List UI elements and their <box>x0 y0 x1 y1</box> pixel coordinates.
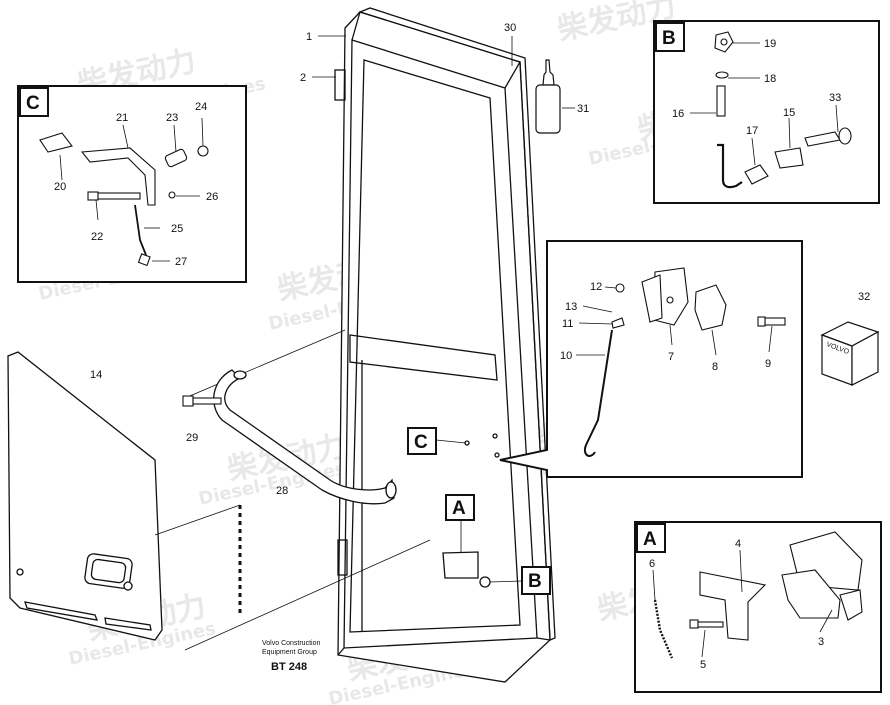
label-12: 12 <box>590 281 602 293</box>
label-29: 29 <box>186 432 198 444</box>
label-21: 21 <box>116 112 128 124</box>
panel-leader <box>154 504 241 536</box>
label-32: 32 <box>858 291 870 303</box>
svg-text:A: A <box>452 498 466 519</box>
svg-text:B: B <box>662 28 676 49</box>
label-13: 13 <box>565 301 577 313</box>
label-4: 4 <box>735 538 741 550</box>
label-16: 16 <box>672 108 684 120</box>
label-24: 24 <box>195 101 207 113</box>
svg-text:BT 248: BT 248 <box>271 661 307 673</box>
label-31: 31 <box>577 103 589 115</box>
svg-text:A: A <box>643 529 657 550</box>
label-14: 14 <box>90 369 102 381</box>
label-33: 33 <box>829 92 841 104</box>
label-20: 20 <box>54 181 66 193</box>
label-8: 8 <box>712 361 718 373</box>
callout-b: B <box>489 566 551 595</box>
svg-text:Volvo Construction: Volvo Construction <box>262 640 320 647</box>
panel-14 <box>7 351 163 641</box>
leader-lines-main <box>184 35 575 651</box>
part-labels: 1 2 30 31 14 28 29 19 18 16 17 15 33 21 … <box>54 22 870 671</box>
svg-text:B: B <box>528 571 542 592</box>
bottle-31 <box>535 59 561 134</box>
label-17: 17 <box>746 125 758 137</box>
detail-box-c: C <box>17 85 247 283</box>
label-3: 3 <box>818 636 824 648</box>
label-22: 22 <box>91 231 103 243</box>
label-25: 25 <box>171 223 183 235</box>
label-2: 2 <box>300 72 306 84</box>
label-27: 27 <box>175 256 187 268</box>
label-9: 9 <box>765 358 771 370</box>
label-28: 28 <box>276 485 288 497</box>
label-19: 19 <box>764 38 776 50</box>
footer-credit: Volvo Construction Equipment Group BT 24… <box>262 640 320 673</box>
door-frame <box>334 7 556 683</box>
label-7: 7 <box>668 351 674 363</box>
grab-handle <box>213 369 397 505</box>
label-15: 15 <box>783 107 795 119</box>
detail-box-a: A <box>634 521 882 693</box>
detail-box-b: B <box>653 20 880 204</box>
label-18: 18 <box>764 73 776 85</box>
decal-32: VOLVO <box>820 321 880 386</box>
label-23: 23 <box>166 112 178 124</box>
label-5: 5 <box>700 659 706 671</box>
bolt-29 <box>182 395 222 407</box>
callout-c: C <box>407 427 467 455</box>
svg-text:C: C <box>414 432 428 453</box>
label-30: 30 <box>504 22 516 34</box>
callout-a: A <box>445 494 475 552</box>
svg-text:Equipment Group: Equipment Group <box>262 649 317 656</box>
label-11: 11 <box>562 318 573 330</box>
label-6: 6 <box>649 558 655 570</box>
svg-text:C: C <box>26 93 40 114</box>
detail-box-lock <box>499 240 803 478</box>
label-26: 26 <box>206 191 218 203</box>
label-1: 1 <box>306 31 312 43</box>
label-10: 10 <box>560 350 572 362</box>
